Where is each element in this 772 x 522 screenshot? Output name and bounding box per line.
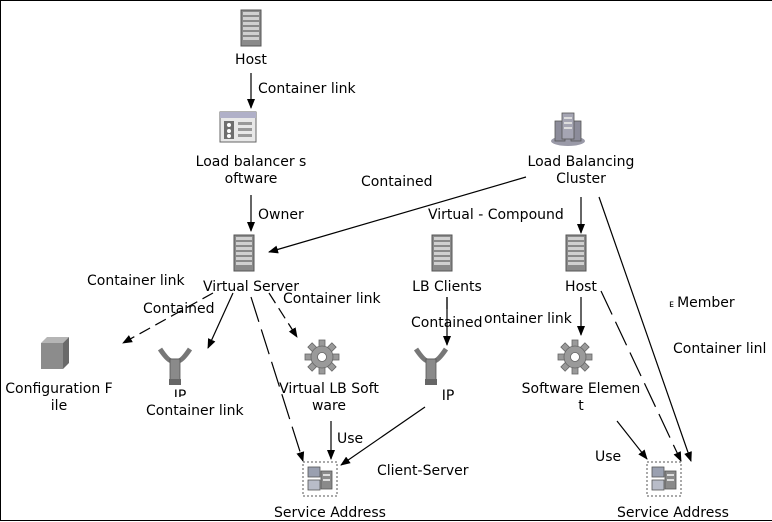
node-label-ip: IP — [173, 388, 187, 397]
edge-label-member: ᴇ Member — [669, 295, 735, 311]
node-label-host: Host — [565, 279, 597, 295]
edge-cluster-to-service-address-right[interactable] — [598, 196, 692, 462]
edge-label-contained: Contained — [361, 174, 433, 190]
edge-vs-to-virtual-lb-software[interactable] — [268, 292, 298, 338]
edge-label-container-link: Container link — [87, 273, 185, 289]
edge-label-client-server: Client-Server — [377, 463, 469, 479]
gear-icon[interactable] — [304, 339, 340, 375]
server-icon[interactable] — [431, 234, 453, 272]
node-label-service-address: Service Address — [274, 505, 386, 521]
edge-ip-to-service-address-client-server[interactable] — [340, 406, 426, 466]
server-icon[interactable] — [233, 234, 255, 272]
node-label-virtual-server: Virtual Server — [202, 279, 300, 295]
edge-software-element-to-service-address[interactable] — [616, 420, 648, 460]
server-icon[interactable] — [565, 234, 587, 272]
ip-icon[interactable] — [158, 345, 192, 387]
edge-label-container-link: ontainer link — [484, 311, 572, 327]
edge-vs-to-service-address-left[interactable] — [250, 296, 305, 462]
edge-host-to-service-address-member[interactable] — [600, 290, 682, 462]
load-balancer-software-icon[interactable] — [219, 111, 257, 143]
edge-vs-to-ip[interactable] — [207, 292, 234, 349]
node-label-ip: IP — [441, 388, 455, 404]
node-label-configuration-file: Configuration F ile — [5, 381, 113, 414]
truncated-glyph-icon: ᴇ — [669, 299, 678, 310]
service-address-icon[interactable] — [646, 461, 682, 497]
edge-label-container-link: Container link — [146, 403, 244, 419]
edge-label-contained: Contained — [143, 301, 215, 317]
configuration-file-icon[interactable] — [37, 335, 73, 371]
edge-label-container-link: Container link — [283, 291, 381, 307]
node-label-load-balancer-software: Load balancer s oftware — [195, 154, 307, 187]
service-address-icon[interactable] — [302, 461, 338, 497]
edge-label-contained: Contained — [411, 315, 483, 331]
edge-label-use: Use — [595, 449, 622, 465]
cluster-icon[interactable] — [549, 109, 587, 147]
edge-label-use: Use — [337, 431, 364, 447]
node-label-service-address: Service Address — [617, 505, 729, 521]
node-label-software-element: Software Elemen t — [521, 381, 641, 414]
gear-icon[interactable] — [557, 339, 593, 375]
edge-label-virtual-compound: Virtual - Compound — [428, 207, 564, 223]
node-label-virtual-lb-software: Virtual LB Soft ware — [279, 381, 379, 414]
edge-label-container-link-right: Container linl — [673, 341, 767, 357]
node-label-load-balancing-cluster: Load Balancing Cluster — [527, 154, 635, 187]
server-icon[interactable] — [240, 9, 262, 47]
edge-label-owner: Owner — [258, 207, 304, 223]
node-label-lb-clients: LB Clients — [412, 279, 482, 295]
ip-icon[interactable] — [414, 345, 448, 387]
edge-label-container-link: Container link — [258, 81, 356, 97]
node-label-host: Host — [235, 52, 267, 68]
edge-cluster-to-virtual-server[interactable] — [268, 176, 527, 254]
tick-mark — [446, 297, 448, 309]
